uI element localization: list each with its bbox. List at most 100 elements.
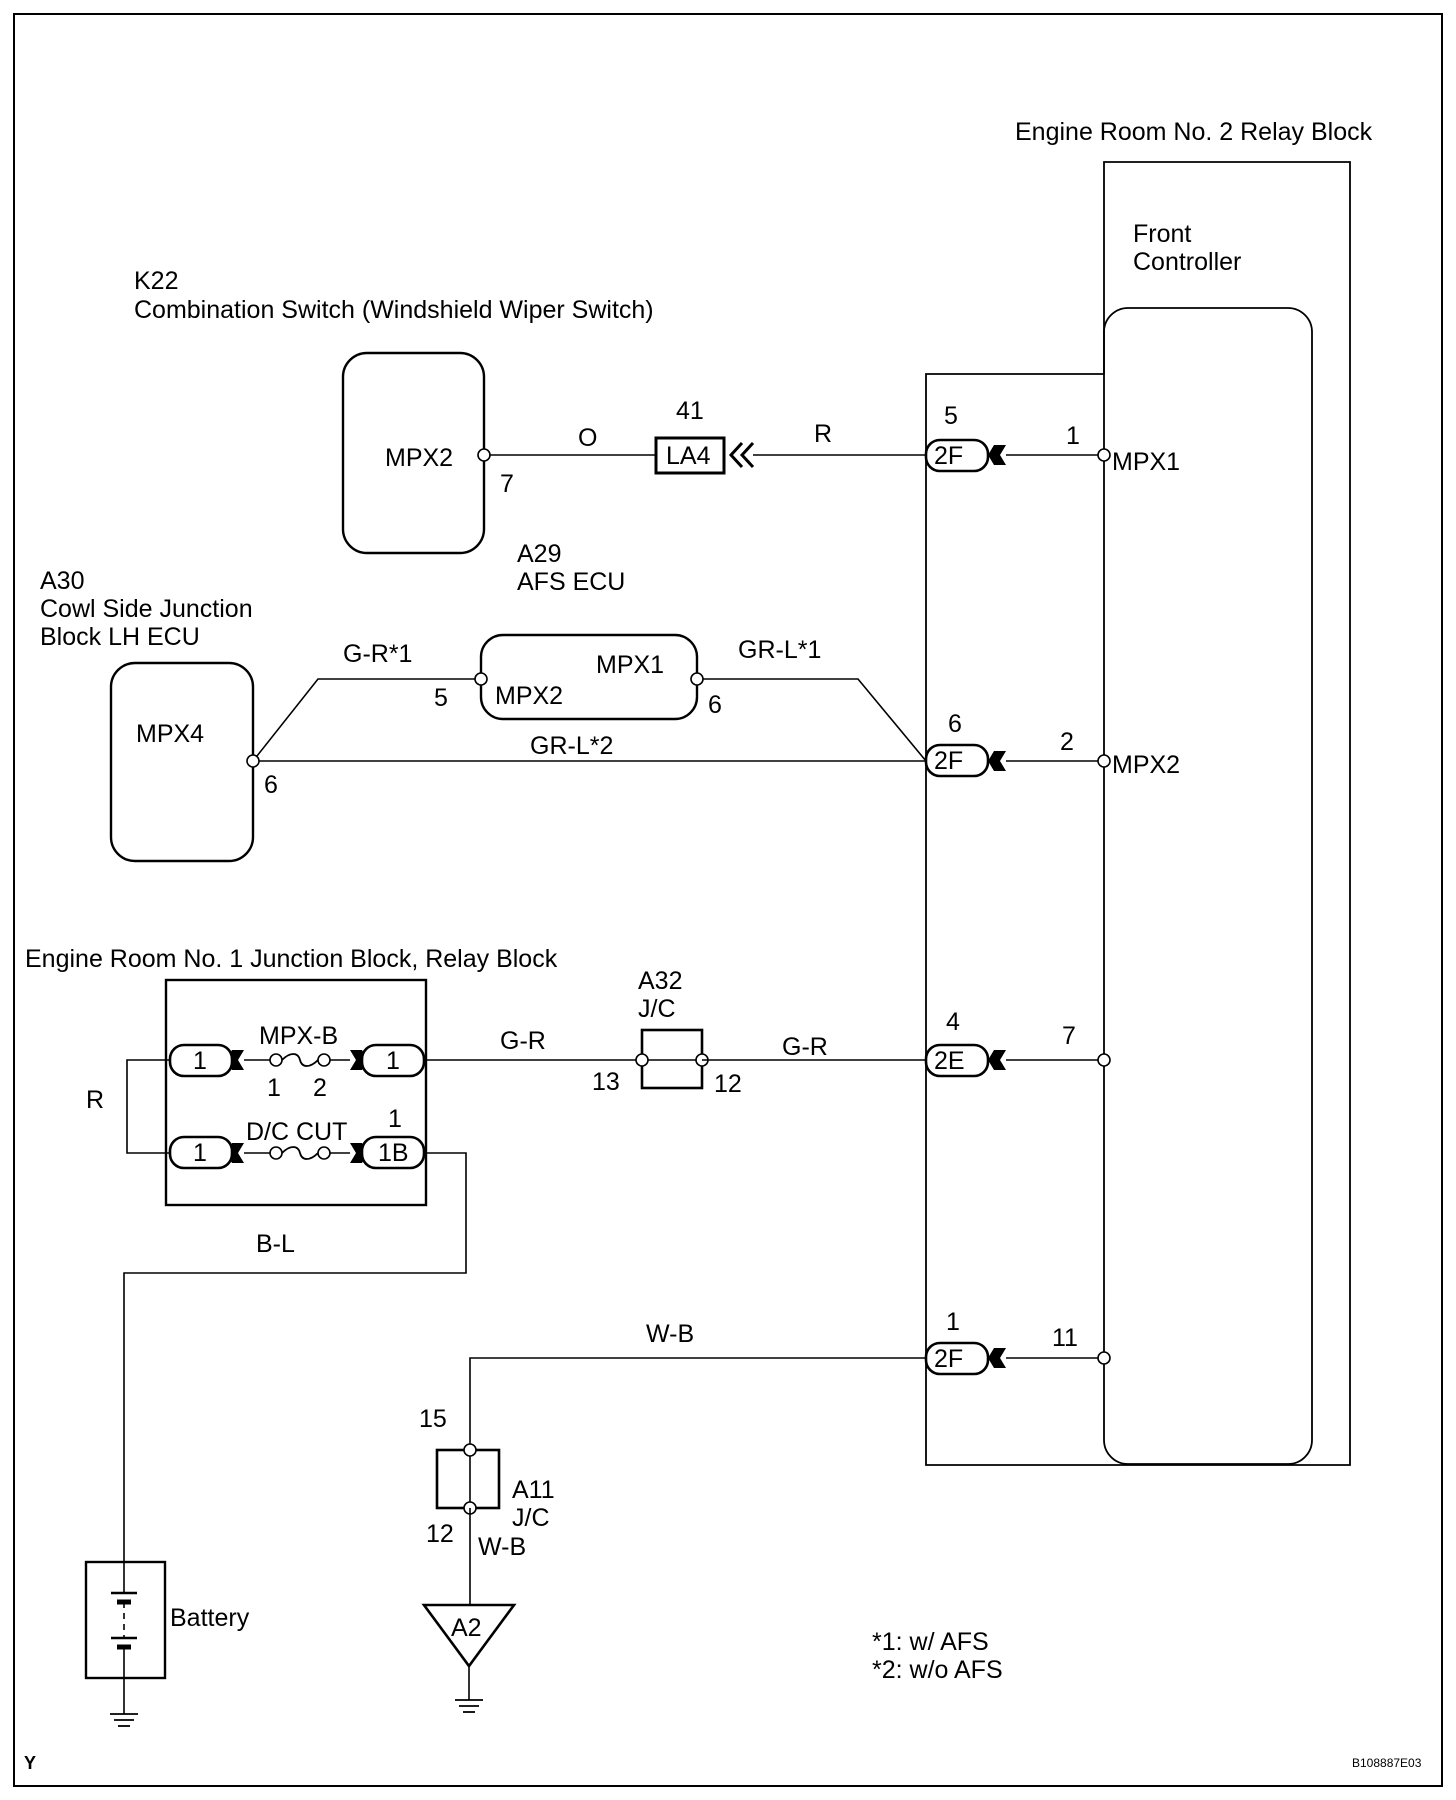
relay-block-2-outline (925, 161, 1351, 1466)
battery-ground-icon (110, 1713, 138, 1727)
connector-2f-mpx1-inner-pin: 1 (1066, 422, 1080, 450)
jb1-pill-right-top-label: 1 (386, 1047, 400, 1075)
a32-pin-right: 12 (714, 1070, 742, 1098)
a29-terminal-mpx1: MPX1 (596, 651, 664, 679)
wire-b-l-label: B-L (256, 1230, 295, 1258)
connector-2f-mpx1-terminal: MPX1 (1112, 448, 1180, 476)
a2-ground-point (421, 1603, 517, 1669)
a32-junction-connector (640, 1028, 704, 1090)
wire-r-jumper-label: R (86, 1086, 104, 1114)
a2-ground-icon (455, 1699, 483, 1713)
connector-2e: 4 2E 7 (924, 1008, 1111, 1078)
connector-2f-mpx2-node (1097, 754, 1111, 768)
fuse-dc-cut-node-right (317, 1146, 331, 1160)
note-2: *2: w/o AFS (872, 1656, 1003, 1684)
note-1: *1: w/ AFS (872, 1628, 989, 1656)
connector-2f-mpx2-inner-pin: 2 (1060, 728, 1074, 756)
a29-pin-out-node (690, 672, 704, 686)
connector-2f-ground-pin: 1 (946, 1308, 960, 1336)
fuse-dc-cut-pin: 1 (388, 1105, 402, 1133)
fuse-mpx-b-name: MPX-B (259, 1022, 338, 1050)
connector-2f-mpx1-arrow-icon (988, 445, 1006, 465)
wire-g-r-right-label: G-R (782, 1033, 828, 1061)
a29-pin-in: 5 (434, 684, 448, 712)
connector-2e-pin: 4 (946, 1008, 960, 1036)
wire-o-label: O (578, 424, 597, 452)
diagram-frame (13, 13, 1443, 1787)
k22-terminal-mpx2: MPX2 (385, 444, 453, 472)
connector-2f-mpx1-pin: 5 (944, 402, 958, 430)
wire-r-top-label: R (814, 420, 832, 448)
fuse-mpx-b-node-left (269, 1053, 283, 1067)
a29-pin-out: 6 (708, 691, 722, 719)
fuse-mpx-b-pin-a: 1 (267, 1074, 281, 1102)
connector-2f-ground-node (1097, 1351, 1111, 1365)
a11-pin-top: 15 (419, 1405, 447, 1433)
a2-label: A2 (451, 1614, 482, 1642)
corner-mark: Y (24, 1753, 36, 1773)
connector-2f-mpx1-pill (924, 438, 990, 473)
front-controller-box (1103, 307, 1313, 1465)
jb1-pill-left-bottom-label: 1 (193, 1139, 207, 1167)
a30-pin-node (246, 754, 260, 768)
connector-2f-mpx1: 5 2F 1 MPX1 (924, 402, 1180, 476)
a32-pin-left-node (635, 1053, 649, 1067)
a29-code: A29 (517, 540, 561, 568)
wire-g-r-1 (252, 678, 481, 762)
a30-name-line2: Block LH ECU (40, 623, 200, 651)
connector-2f-mpx2-terminal: MPX2 (1112, 751, 1180, 779)
a11-code: A11 (512, 1476, 555, 1504)
connector-2f-ground-pill (924, 1341, 990, 1376)
relay-block-2-title: Engine Room No. 2 Relay Block (1015, 118, 1373, 146)
a32-code: A32 (638, 967, 682, 995)
connector-2f-ground-label: 2F (934, 1345, 963, 1373)
connector-2f-mpx2: 6 2F 2 MPX2 (924, 710, 1180, 779)
a32-type: J/C (638, 995, 676, 1023)
k22-pin-node (477, 448, 491, 462)
fuse-mpx-b-icon (281, 1053, 319, 1067)
wire-g-r-left-label: G-R (500, 1027, 546, 1055)
fuse-mpx-b-node-right (317, 1053, 331, 1067)
a29-terminal-mpx2: MPX2 (495, 682, 563, 710)
diagram-id: B108887E03 (1352, 1756, 1422, 1770)
k22-code: K22 (134, 267, 178, 295)
connector-2f-mpx2-pin: 6 (948, 710, 962, 738)
la4-arrow-icon (728, 441, 755, 469)
wire-gr-l-2-label: GR-L*2 (530, 732, 613, 760)
wire-gr-l-1-label: GR-L*1 (738, 636, 821, 664)
wire-g-r-1-label: G-R*1 (343, 640, 412, 668)
a29-name: AFS ECU (517, 568, 625, 596)
a32-pin-left: 13 (592, 1068, 620, 1096)
la4-label: LA4 (666, 442, 711, 470)
a11-junction-connector (435, 1448, 501, 1510)
fuse-mpx-b-pin-b: 2 (313, 1074, 327, 1102)
connector-2f-mpx2-pill (924, 743, 990, 778)
fuse-dc-cut-icon (281, 1146, 319, 1160)
connector-2e-node (1097, 1053, 1111, 1067)
wire-w-b-top (469, 1357, 926, 1450)
wire-w-b-bottom-label: W-B (478, 1533, 526, 1561)
connector-2e-arrow-icon (988, 1050, 1006, 1070)
connector-2e-inner-pin: 7 (1062, 1022, 1076, 1050)
a30-name-line1: Cowl Side Junction (40, 595, 253, 623)
connector-2f-mpx2-label: 2F (934, 747, 963, 775)
la4-connector (654, 436, 726, 475)
connector-2f-mpx1-label: 2F (934, 442, 963, 470)
battery-box (84, 1560, 167, 1680)
wire-b-l (123, 1152, 467, 1562)
a11-type: J/C (512, 1504, 550, 1532)
connector-2f-ground-inner-pin: 11 (1052, 1324, 1078, 1352)
fuse-dc-cut-node-left (269, 1146, 283, 1160)
junction-block-1-box (164, 978, 428, 1207)
connector-2f-mpx1-node (1097, 448, 1111, 462)
a29-pin-in-node (474, 672, 488, 686)
jb1-pill-left-top-label: 1 (193, 1047, 207, 1075)
la4-pin: 41 (676, 397, 704, 425)
wire-w-b-top-label: W-B (646, 1320, 694, 1348)
a11-pin-bottom: 12 (426, 1520, 454, 1548)
connector-2e-pill (924, 1043, 990, 1078)
fuse-dc-cut-name: D/C CUT (246, 1118, 347, 1146)
wire-gr-l-1 (697, 678, 927, 762)
a30-code: A30 (40, 567, 84, 595)
